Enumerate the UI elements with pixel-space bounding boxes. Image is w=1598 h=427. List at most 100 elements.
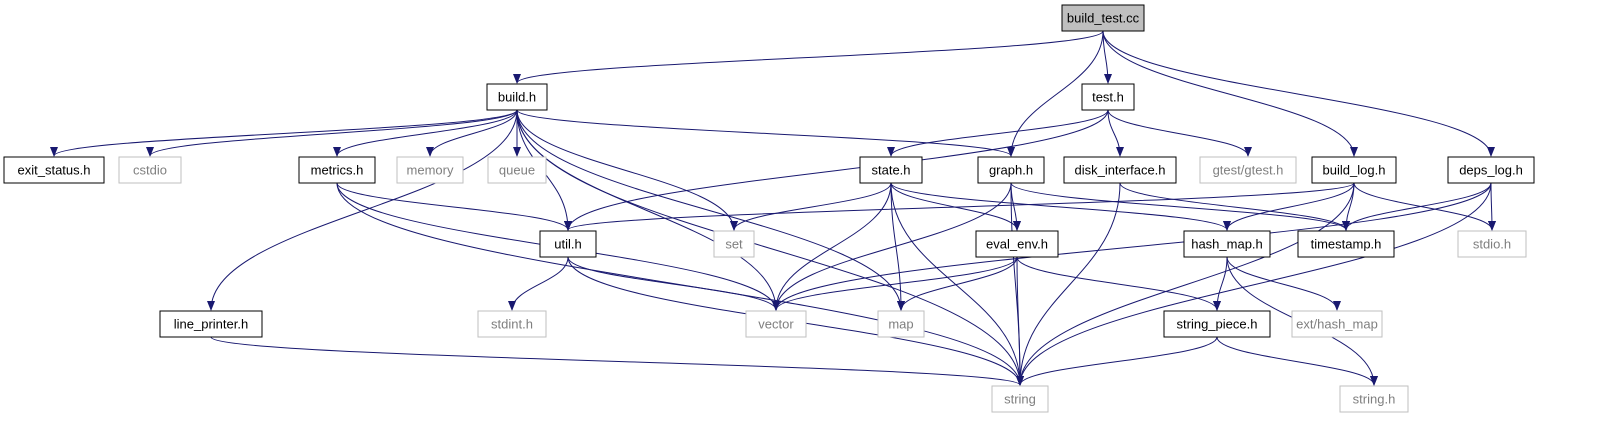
edge-build-h-to-line-printer-h — [207, 109, 518, 311]
node-util-h[interactable]: util.h — [539, 230, 597, 258]
edge-eval-env-h-to-map — [897, 256, 1018, 311]
edge-hash-map-h-to-string-piece-h — [1213, 256, 1228, 311]
node-string-h: string.h — [1339, 385, 1409, 413]
edge-state-h-to-map — [890, 182, 905, 311]
node-label: vector — [758, 317, 794, 332]
edge-deps-log-h-to-vector — [772, 182, 1492, 311]
node-timestamp-h[interactable]: timestamp.h — [1297, 230, 1395, 258]
node-label: graph.h — [989, 163, 1033, 178]
node-string-piece-h[interactable]: string_piece.h — [1163, 310, 1271, 338]
node-graph-h[interactable]: graph.h — [977, 156, 1045, 184]
node-box — [1163, 310, 1271, 338]
node-metrics-h[interactable]: metrics.h — [298, 156, 376, 184]
node-box — [487, 156, 547, 184]
node-label: memory — [407, 163, 454, 178]
node-box — [975, 230, 1059, 258]
edge-test-h-to-state-h — [887, 109, 1109, 157]
edge-build-log-h-to-hash-map-h — [1223, 182, 1355, 231]
node-box — [477, 310, 547, 338]
edge-test-h-to-util-h — [564, 109, 1109, 231]
edge-build-h-to-memory — [426, 109, 518, 157]
node-stdio-h: stdio.h — [1457, 230, 1527, 258]
node-label: string_piece.h — [1177, 317, 1258, 332]
node-queue: queue — [487, 156, 547, 184]
node-string: string — [991, 385, 1049, 413]
edge-util-h-to-vector — [567, 256, 780, 311]
node-label: hash_map.h — [1191, 237, 1263, 252]
node-label: deps_log.h — [1459, 163, 1523, 178]
node-box — [1063, 156, 1177, 184]
node-label: eval_env.h — [986, 237, 1048, 252]
edge-build-test-cc-to-deps-log-h — [1102, 30, 1495, 157]
node-box — [1457, 230, 1527, 258]
edge-state-h-to-set — [730, 182, 892, 231]
edge-hash-map-h-to-ext-hash-map — [1226, 256, 1341, 311]
node-deps-log-h[interactable]: deps_log.h — [1447, 156, 1535, 184]
nodes: build_test.cc build.h test.h exit_status.h c… — [3, 4, 1535, 413]
edge-disk-interface-h-to-timestamp-h — [1119, 182, 1350, 231]
node-label: queue — [499, 163, 535, 178]
node-disk-interface-h[interactable]: disk_interface.h — [1063, 156, 1177, 184]
node-label: map — [888, 317, 913, 332]
node-map: map — [877, 310, 925, 338]
node-box — [118, 156, 182, 184]
node-box — [1081, 83, 1135, 111]
edge-eval-env-h-to-vector — [772, 256, 1018, 311]
node-box — [977, 156, 1045, 184]
node-box — [877, 310, 925, 338]
node-build-test-cc[interactable]: build_test.cc — [1061, 4, 1145, 32]
node-label: metrics.h — [311, 163, 364, 178]
edge-string-piece-h-to-string-h — [1216, 336, 1378, 386]
node-build-log-h[interactable]: build_log.h — [1311, 156, 1397, 184]
node-label: line_printer.h — [174, 317, 248, 332]
node-eval-env-h[interactable]: eval_env.h — [975, 230, 1059, 258]
node-label: cstdio — [133, 163, 167, 178]
edge-deps-log-h-to-string — [1016, 182, 1492, 386]
node-box — [1297, 230, 1395, 258]
node-label: build_test.cc — [1067, 11, 1140, 26]
node-box — [1447, 156, 1535, 184]
edge-build-test-cc-to-graph-h — [1007, 30, 1104, 157]
node-box — [1311, 156, 1397, 184]
edge-build-h-to-map — [516, 109, 905, 311]
node-label: gtest/gtest.h — [1213, 163, 1284, 178]
node-box — [298, 156, 376, 184]
edge-build-h-to-graph-h — [516, 109, 1015, 157]
edge-metrics-h-to-string — [336, 182, 1024, 386]
node-state-h[interactable]: state.h — [859, 156, 923, 184]
node-label: build.h — [498, 90, 536, 105]
node-box — [159, 310, 263, 338]
edge-build-h-to-set — [516, 109, 738, 231]
edge-state-h-to-eval-env-h — [890, 182, 1021, 231]
node-label: set — [725, 237, 743, 252]
edge-disk-interface-h-to-string — [1016, 182, 1121, 386]
node-box — [1061, 4, 1145, 32]
edge-line-printer-h-to-string — [210, 336, 1024, 386]
edge-metrics-h-to-util-h — [336, 182, 572, 231]
node-line-printer-h[interactable]: line_printer.h — [159, 310, 263, 338]
edge-state-h-to-hash-map-h — [890, 182, 1231, 231]
node-box — [1183, 230, 1271, 258]
node-test-h[interactable]: test.h — [1081, 83, 1135, 111]
edge-eval-env-h-to-string — [1015, 256, 1024, 386]
edge-build-log-h-to-util-h — [564, 182, 1355, 231]
node-label: ext/hash_map — [1296, 317, 1378, 332]
node-box — [1339, 385, 1409, 413]
edge-state-h-to-string — [890, 182, 1024, 386]
node-exit-status-h[interactable]: exit_status.h — [3, 156, 105, 184]
node-ext-hash-map: ext/hash_map — [1291, 310, 1383, 338]
node-set: set — [713, 230, 755, 258]
node-label: stdint.h — [491, 317, 533, 332]
node-label: test.h — [1092, 90, 1124, 105]
edge-build-log-h-to-stdio-h — [1353, 182, 1496, 231]
node-build-h[interactable]: build.h — [486, 83, 548, 111]
node-vector: vector — [745, 310, 807, 338]
node-label: disk_interface.h — [1074, 163, 1165, 178]
edge-graph-h-to-vector — [772, 182, 1012, 311]
edge-deps-log-h-to-stdio-h — [1487, 182, 1496, 231]
edge-graph-h-to-timestamp-h — [1010, 182, 1350, 231]
node-box — [991, 385, 1049, 413]
node-hash-map-h[interactable]: hash_map.h — [1183, 230, 1271, 258]
node-label: util.h — [554, 237, 581, 252]
